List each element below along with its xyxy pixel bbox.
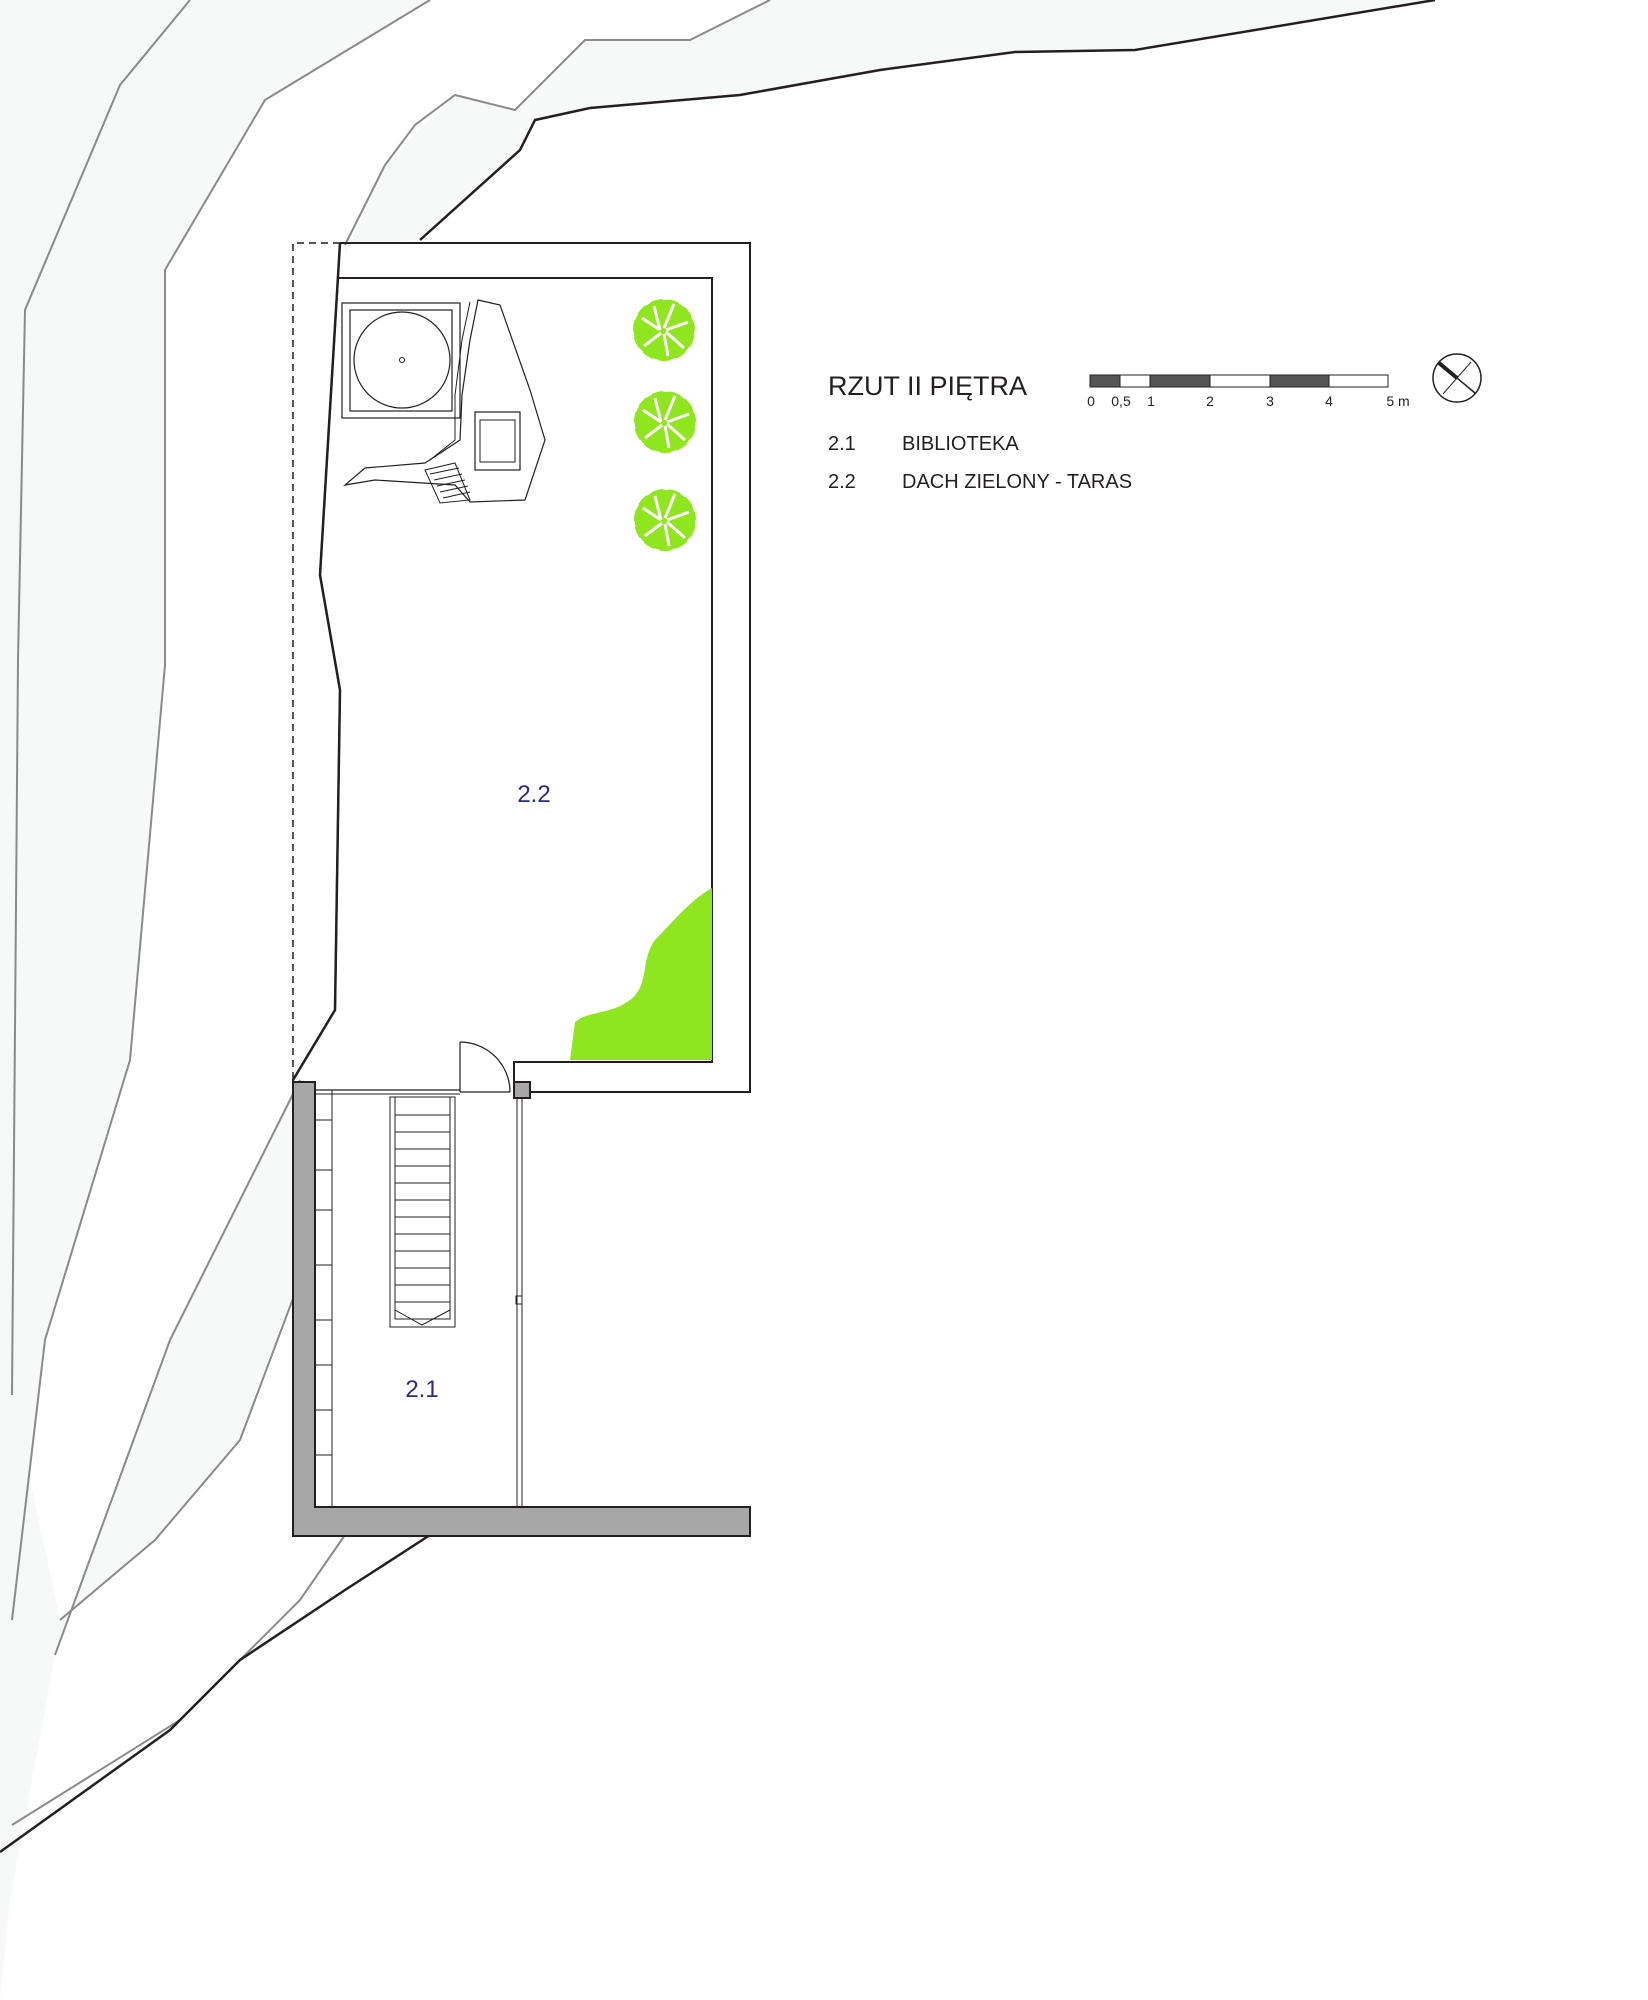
tree-icon — [633, 488, 697, 552]
contour-line-1 — [11, 0, 191, 1396]
terrain-band-right — [345, 0, 1430, 255]
room-label-2-2: 2.2 — [517, 781, 550, 808]
room-label-2-1: 2.1 — [405, 1376, 438, 1403]
terrain-edge-bottom — [0, 1533, 431, 1854]
door — [459, 1041, 511, 1093]
page-title: RZUT II PIĘTRA — [828, 371, 1027, 401]
glass-wall — [515, 1098, 523, 1507]
scale-label: 3 — [1266, 393, 1274, 409]
legend: 2.1 BIBLIOTEKA 2.2 DACH ZIELONY - TARAS — [828, 433, 1132, 493]
tree-icon — [633, 390, 697, 454]
north-arrow-icon — [1432, 353, 1482, 403]
scale-label: 4 — [1325, 393, 1333, 409]
contour-line-2 — [11, 0, 431, 1621]
staircase — [389, 1096, 456, 1328]
legend-name: DACH ZIELONY - TARAS — [902, 471, 1132, 493]
column — [513, 1081, 531, 1099]
scale-label: 0 — [1087, 393, 1095, 409]
terrain-band-upper — [0, 0, 430, 1825]
terrain-edge-top — [419, 0, 1436, 241]
library-wall — [292, 1081, 751, 1537]
legend-code: 2.1 — [828, 433, 856, 455]
contour-line-5 — [11, 1534, 346, 1826]
scale-label: 5 m — [1386, 393, 1409, 409]
legend-code: 2.2 — [828, 471, 856, 493]
scale-label: 0,5 — [1111, 393, 1131, 409]
skylight — [341, 302, 461, 419]
dashed-boundary — [292, 242, 340, 1080]
legend-name: BIBLIOTEKA — [902, 433, 1019, 455]
scale-label: 2 — [1206, 393, 1214, 409]
contour-line-3 — [344, 0, 771, 246]
green-patch — [570, 888, 712, 1060]
scale-bar: 0 0,5 1 2 3 4 5 m — [1087, 374, 1410, 409]
contour-line-6 — [54, 1079, 301, 1656]
scale-label: 1 — [1147, 393, 1155, 409]
bookshelf-ticks — [315, 1119, 332, 1456]
rooftop-structure — [342, 299, 546, 504]
tree-icon — [632, 298, 696, 362]
roof-edge-left — [291, 242, 342, 1081]
